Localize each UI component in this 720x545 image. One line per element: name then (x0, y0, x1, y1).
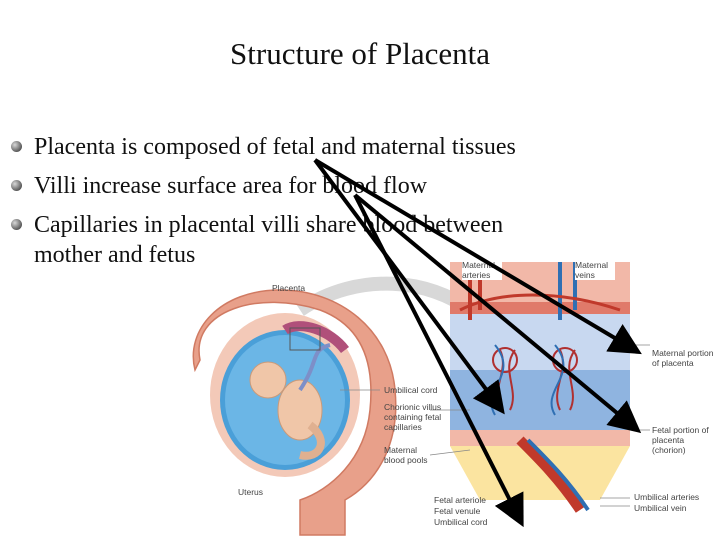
label-maternal-arteries: Maternal arteries (462, 260, 502, 280)
label-umbilical-vein: Umbilical vein (634, 503, 687, 513)
label-umbilical-arteries: Umbilical arteries (634, 492, 700, 502)
label-maternal-portion: Maternal portion of placenta (652, 348, 714, 368)
label-umbilical-cord: Umbilical cord (384, 385, 438, 395)
label-uterus: Uterus (238, 487, 264, 497)
bullet-item: Placenta is composed of fetal and matern… (10, 128, 700, 167)
bullet-text: Villi increase surface area for blood fl… (34, 173, 428, 199)
label-maternal-blood-pools: Maternal blood pools (384, 445, 428, 465)
bullet-icon (11, 141, 22, 152)
bullet-item: Villi increase surface area for blood fl… (10, 167, 700, 206)
label-maternal-veins: Maternal veins (575, 260, 615, 280)
bullet-text: mother and fetus (34, 242, 196, 268)
bullet-item-continuation: mother and fetus (10, 239, 700, 271)
bullet-icon (11, 219, 22, 230)
label-chorionic-villus: Chorionic villus containing fetal capill… (384, 402, 442, 432)
bullet-text: Placenta is composed of fetal and matern… (34, 134, 516, 160)
placenta-illustration: Placenta Umbilical cord Chorionic villus… (0, 250, 720, 540)
uterus-drawing (192, 289, 397, 536)
placenta-detail (450, 262, 630, 513)
label-fetal-portion: Fetal portion of placenta (chorion) (652, 425, 709, 455)
bullet-icon (11, 180, 22, 191)
label-fetal-venule: Fetal venule (434, 506, 481, 516)
placenta-diagram-svg (192, 262, 650, 536)
bullet-text: Capillaries in placental villi share blo… (34, 212, 504, 238)
label-umbilical-cord-detail: Umbilical cord (434, 517, 488, 527)
slide-title: Structure of Placenta (230, 36, 490, 71)
label-placenta: Placenta (272, 283, 306, 293)
label-fetal-arteriole: Fetal arteriole (434, 495, 486, 505)
